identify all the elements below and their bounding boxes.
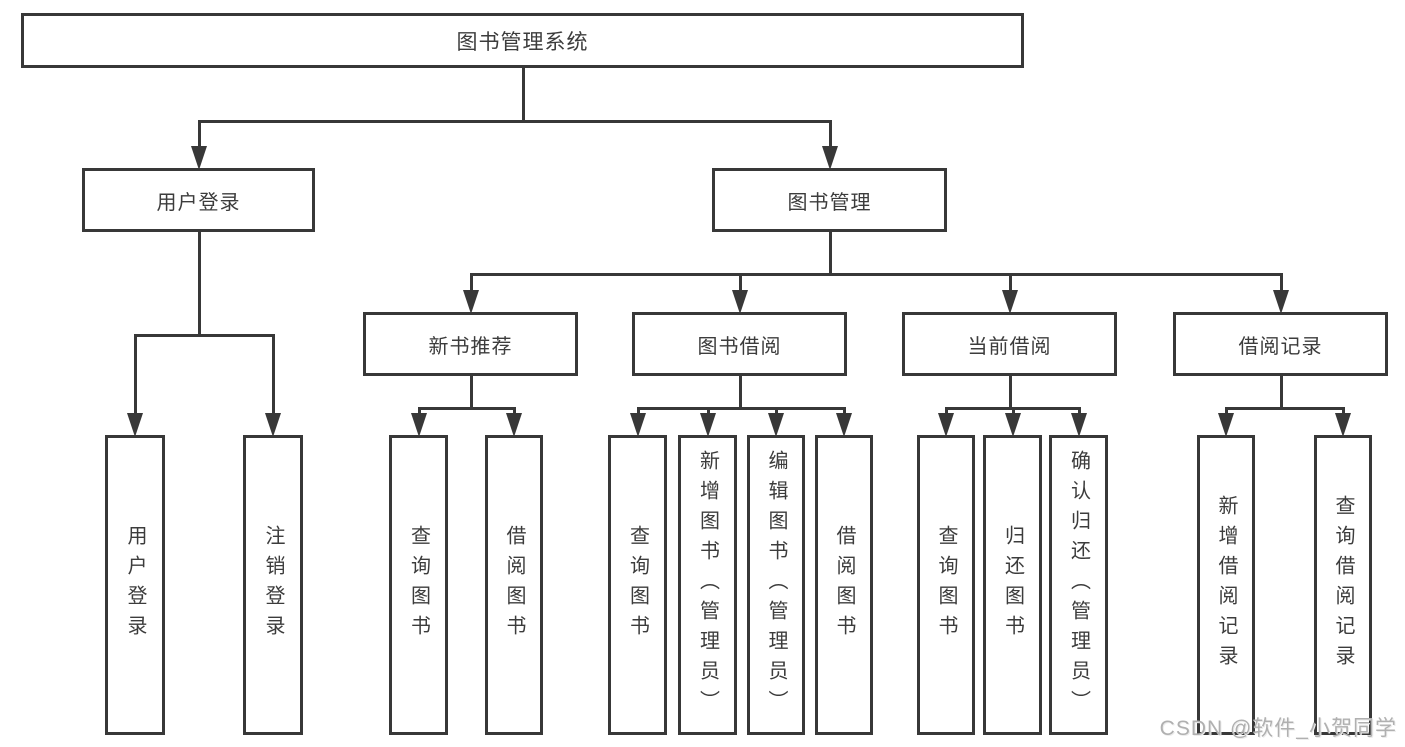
- connector-stem-borrow-records: [1280, 376, 1283, 410]
- node-label-add-borrow-record: 新增借阅记录: [1215, 495, 1237, 675]
- connector-drop-book-mgmt: [829, 120, 832, 148]
- node-label-new-book-rec: 新书推荐: [428, 335, 513, 358]
- node-label-query-borrow-record: 查询借阅记录: [1332, 495, 1354, 675]
- connector-drop-query-book-3: [945, 407, 948, 415]
- node-add-book: 新增图书（管理员）: [678, 435, 737, 735]
- connector-drop-borrow-book-1: [513, 407, 516, 415]
- node-borrow-book-1: 借阅图书: [485, 435, 543, 735]
- connector-stem-book-borrow: [739, 376, 742, 410]
- connector-drop-add-borrow-record: [1225, 407, 1228, 415]
- connector-drop-query-book-2: [637, 407, 640, 415]
- connector-stem-root: [522, 68, 525, 123]
- arrow-head-add-borrow-record: [1218, 413, 1234, 437]
- node-label-current-borrow: 当前借阅: [967, 335, 1052, 358]
- arrow-head-return-book: [1005, 413, 1021, 437]
- node-label-return-book: 归还图书: [1001, 525, 1024, 645]
- node-label-borrow-book-1: 借阅图书: [503, 525, 525, 645]
- arrow-head-query-book-3: [938, 413, 954, 437]
- connector-drop-current-borrow: [1009, 273, 1012, 292]
- connector-drop-query-book-1: [418, 407, 421, 415]
- arrow-head-logout: [265, 413, 281, 437]
- arrow-head-login: [127, 413, 143, 437]
- node-label-book-borrow: 图书借阅: [697, 335, 782, 358]
- arrow-head-borrow-records: [1273, 290, 1289, 314]
- node-add-borrow-record: 新增借阅记录: [1197, 435, 1255, 735]
- arrow-head-borrow-book-2: [836, 413, 852, 437]
- node-label-borrow-records: 借阅记录: [1238, 335, 1323, 358]
- node-label-logout: 注销登录: [262, 525, 284, 645]
- connector-bus-root: [198, 120, 832, 123]
- connector-stem-current-borrow: [1009, 376, 1012, 410]
- node-current-borrow: 当前借阅: [902, 312, 1117, 376]
- node-new-book-rec: 新书推荐: [363, 312, 578, 376]
- connector-bus-borrow-records: [1225, 407, 1345, 410]
- connector-bus-book-borrow: [637, 407, 846, 410]
- node-label-edit-book: 编辑图书（管理员）: [765, 450, 787, 720]
- connector-drop-logout: [272, 334, 275, 415]
- node-label-query-book-1: 查询图书: [407, 525, 430, 645]
- node-user-login: 用户登录: [82, 168, 315, 232]
- arrow-head-book-borrow: [732, 290, 748, 314]
- arrow-head-borrow-book-1: [506, 413, 522, 437]
- node-borrow-book-2: 借阅图书: [815, 435, 873, 735]
- arrow-head-query-borrow-record: [1335, 413, 1351, 437]
- connector-bus-book-mgmt: [470, 273, 1283, 276]
- arrow-head-confirm-return: [1071, 413, 1087, 437]
- node-label-query-book-3: 查询图书: [935, 525, 957, 645]
- node-label-borrow-book-2: 借阅图书: [833, 525, 855, 645]
- node-root: 图书管理系统: [21, 13, 1024, 68]
- arrow-head-query-book-2: [630, 413, 646, 437]
- arrow-head-user-login: [191, 146, 207, 170]
- node-login: 用户登录: [105, 435, 165, 735]
- node-label-user-login: 用户登录: [156, 191, 241, 214]
- watermark-text: CSDN @软件_小贺同学: [1159, 717, 1397, 740]
- node-query-book-3: 查询图书: [917, 435, 975, 735]
- node-label-root: 图书管理系统: [456, 30, 589, 54]
- connector-drop-new-book-rec: [470, 273, 473, 292]
- arrow-head-current-borrow: [1002, 290, 1018, 314]
- node-query-book-2: 查询图书: [608, 435, 667, 735]
- node-label-login: 用户登录: [124, 525, 146, 645]
- node-label-query-book-2: 查询图书: [626, 525, 649, 645]
- node-book-borrow: 图书借阅: [632, 312, 847, 376]
- connector-stem-book-mgmt: [829, 232, 832, 276]
- node-borrow-records: 借阅记录: [1173, 312, 1388, 376]
- connector-drop-login: [134, 334, 137, 415]
- arrow-head-edit-book: [768, 413, 784, 437]
- node-label-confirm-return: 确认归还（管理员）: [1067, 450, 1090, 720]
- connector-drop-query-borrow-record: [1342, 407, 1345, 415]
- node-book-mgmt: 图书管理: [712, 168, 947, 232]
- connector-bus-user-login: [134, 334, 275, 337]
- connector-drop-book-borrow: [739, 273, 742, 292]
- connector-bus-new-book-rec: [418, 407, 516, 410]
- arrow-head-add-book: [700, 413, 716, 437]
- connector-drop-borrow-records: [1280, 273, 1283, 292]
- node-return-book: 归还图书: [983, 435, 1042, 735]
- node-query-book-1: 查询图书: [389, 435, 448, 735]
- node-logout: 注销登录: [243, 435, 303, 735]
- connector-drop-user-login: [198, 120, 201, 148]
- arrow-head-query-book-1: [411, 413, 427, 437]
- connector-stem-new-book-rec: [470, 376, 473, 410]
- node-label-add-book: 新增图书（管理员）: [696, 450, 719, 720]
- node-label-book-mgmt: 图书管理: [787, 191, 872, 214]
- node-query-borrow-record: 查询借阅记录: [1314, 435, 1372, 735]
- node-edit-book: 编辑图书（管理员）: [747, 435, 805, 735]
- connector-drop-return-book: [1012, 407, 1015, 415]
- connector-drop-add-book: [707, 407, 710, 415]
- node-confirm-return: 确认归还（管理员）: [1049, 435, 1108, 735]
- connector-stem-user-login: [198, 232, 201, 337]
- connector-drop-borrow-book-2: [843, 407, 846, 415]
- connector-drop-confirm-return: [1078, 407, 1081, 415]
- arrow-head-book-mgmt: [822, 146, 838, 170]
- connector-drop-edit-book: [775, 407, 778, 415]
- arrow-head-new-book-rec: [463, 290, 479, 314]
